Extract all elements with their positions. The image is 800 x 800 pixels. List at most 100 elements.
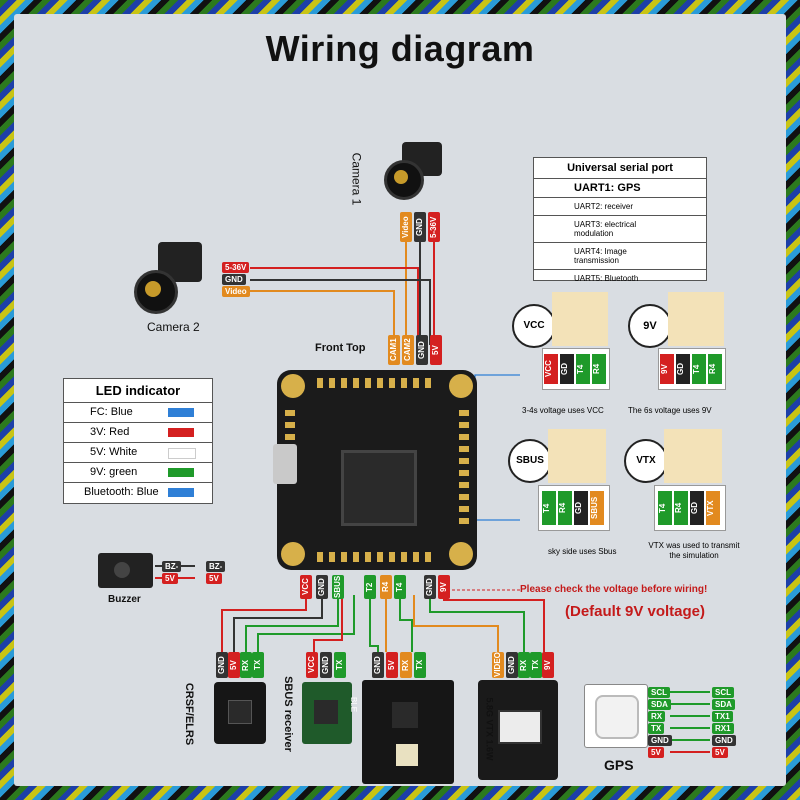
led-swatch-fc bbox=[168, 408, 194, 417]
gps-pin-5v: 5V bbox=[648, 747, 664, 758]
camera1-label: Camera 1 bbox=[349, 152, 364, 206]
mcu-chip bbox=[341, 450, 417, 526]
connector-vtx: VTX T4 R4 GD VTX VTX was used to transmi… bbox=[624, 425, 740, 565]
connector-badge: VTX bbox=[624, 439, 668, 483]
fc-pin-gnd-1: GND bbox=[316, 575, 328, 599]
voltage-warning: Please check the voltage before wiring! bbox=[520, 584, 708, 595]
ble-pin-rx: RX bbox=[400, 652, 412, 678]
gps-pin-gnd: GND bbox=[648, 735, 672, 746]
led-swatch-3v bbox=[168, 428, 194, 437]
sbus-label: SBUS receiver bbox=[281, 676, 294, 752]
crsf-pin-5v: 5V bbox=[228, 652, 240, 678]
buzzer-pin-5v: 5V bbox=[162, 573, 178, 584]
serial-row-1: UART1: GPS bbox=[534, 179, 706, 198]
ble-pin-gnd: GND bbox=[372, 652, 384, 678]
vtx-pin-video: VIDEO bbox=[492, 652, 504, 678]
pin-sbus: SBUS bbox=[590, 491, 604, 525]
gps-image bbox=[584, 684, 648, 748]
led-swatch-9v bbox=[168, 468, 194, 477]
led-row: 9V: green bbox=[64, 463, 212, 483]
vtx-pin-tx: TX bbox=[530, 652, 542, 678]
crsf-pin-gnd: GND bbox=[216, 652, 228, 678]
crsf-pin-tx: TX bbox=[252, 652, 264, 678]
camera1-pin-power: 5-36V bbox=[428, 212, 440, 242]
led-label-bt: Bluetooth: Blue bbox=[84, 486, 159, 498]
connector-badge: 9V bbox=[628, 304, 672, 348]
pin-t4: T4 bbox=[542, 491, 556, 525]
connector-badge: VCC bbox=[512, 304, 556, 348]
pin-gd: GD bbox=[574, 491, 588, 525]
fc-gps-pin-gnd: GND bbox=[712, 735, 736, 746]
pin-r4: R4 bbox=[592, 354, 606, 384]
pin-gd: GD bbox=[690, 491, 704, 525]
fc-pin-cam1: CAM1 bbox=[388, 335, 400, 365]
led-row: 3V: Red bbox=[64, 423, 212, 443]
fc-pin-r4: R4 bbox=[380, 575, 392, 599]
led-label-5v: 5V: White bbox=[90, 446, 138, 458]
camera2-image bbox=[130, 240, 210, 314]
serial-row-5: UART5: Bluetooth bbox=[574, 274, 639, 283]
fc-pin-cam2: CAM2 bbox=[402, 335, 414, 365]
pin-r4: R4 bbox=[674, 491, 688, 525]
fc-pin-5v-top: 5V bbox=[430, 335, 442, 365]
ble-pin-5v: 5V bbox=[386, 652, 398, 678]
pin-vcc: VCC bbox=[544, 354, 558, 384]
fc-pin-t2: T2 bbox=[364, 575, 376, 599]
pin-t4: T4 bbox=[692, 354, 706, 384]
serial-port-table: Universal serial port UART1: GPS UART2: … bbox=[533, 157, 707, 283]
vtx-pin-gnd: GND bbox=[506, 652, 518, 678]
gps-pin-rx: RX bbox=[648, 711, 666, 722]
connector-badge: SBUS bbox=[508, 439, 552, 483]
serial-port-header: Universal serial port bbox=[534, 158, 706, 179]
vtx-image bbox=[478, 680, 558, 780]
sbus-pin-tx: TX bbox=[334, 652, 346, 678]
gps-pin-tx: TX bbox=[648, 723, 665, 734]
led-label-3v: 3V: Red bbox=[90, 426, 130, 438]
camera1-pin-video: Video bbox=[400, 212, 412, 242]
fc-pin-9v: 9V bbox=[438, 575, 450, 599]
fc-gps-pin-5v: 5V bbox=[712, 747, 728, 758]
camera1-image bbox=[380, 138, 452, 200]
pin-r4: R4 bbox=[558, 491, 572, 525]
front-top-label: Front Top bbox=[315, 342, 366, 354]
vtx-pin-rx: RX bbox=[518, 652, 530, 678]
default-voltage-note: (Default 9V voltage) bbox=[565, 603, 706, 620]
fc-pin-vcc: VCC bbox=[300, 575, 312, 599]
page-title: Wiring diagram bbox=[265, 28, 535, 69]
buzzer-image bbox=[98, 553, 153, 588]
camera2-pin-power: 5-36V bbox=[222, 262, 250, 273]
sbus-pin-vcc: VCC bbox=[306, 652, 318, 678]
fc-pin-t4: T4 bbox=[394, 575, 406, 599]
gps-pin-sda: SDA bbox=[648, 699, 671, 710]
sbus-pin-gnd: GND bbox=[320, 652, 332, 678]
ble-label: BLE bbox=[349, 696, 359, 713]
connector-caption: sky side uses Sbus bbox=[548, 547, 617, 556]
gps-pin-scl: SCL bbox=[648, 687, 670, 698]
led-row: 5V: White bbox=[64, 443, 212, 463]
vtx-label: 5.8G VTX 1.6W bbox=[484, 697, 495, 761]
connector-sbus: SBUS T4 R4 GD SBUS sky side uses Sbus bbox=[508, 425, 618, 565]
pin-r4: R4 bbox=[708, 354, 722, 384]
sbus-receiver-image bbox=[302, 682, 352, 744]
fc-gps-pin-tx1: TX1 bbox=[712, 711, 733, 722]
led-row: FC: Blue bbox=[64, 403, 212, 423]
fc-gps-pin-sda: SDA bbox=[712, 699, 735, 710]
pin-t4: T4 bbox=[658, 491, 672, 525]
buzzer-label: Buzzer bbox=[108, 594, 141, 605]
gps-label: GPS bbox=[604, 757, 634, 773]
connector-9v: 9V 9V GD T4 R4 The 6s voltage uses 9V bbox=[628, 288, 728, 418]
buzzer-pin-bz-2: BZ- bbox=[206, 561, 226, 572]
usb-c-port bbox=[273, 444, 297, 484]
fc-pin-gnd-2: GND bbox=[424, 575, 436, 599]
led-label-fc: FC: Blue bbox=[90, 406, 133, 418]
pin-gd: GD bbox=[676, 354, 690, 384]
connector-caption: The 6s voltage uses 9V bbox=[628, 406, 712, 415]
led-header: LED indicator bbox=[64, 379, 212, 403]
fc-pin-sbus: SBUS bbox=[332, 575, 344, 599]
fc-gps-pin-scl: SCL bbox=[712, 687, 734, 698]
flight-controller-board bbox=[273, 370, 477, 570]
led-label-9v: 9V: green bbox=[90, 466, 138, 478]
fc-pin-gnd-top: GND bbox=[416, 335, 428, 365]
led-indicator-table: LED indicator FC: Blue 3V: Red 5V: White… bbox=[63, 378, 213, 504]
camera2-pin-gnd: GND bbox=[222, 274, 246, 285]
